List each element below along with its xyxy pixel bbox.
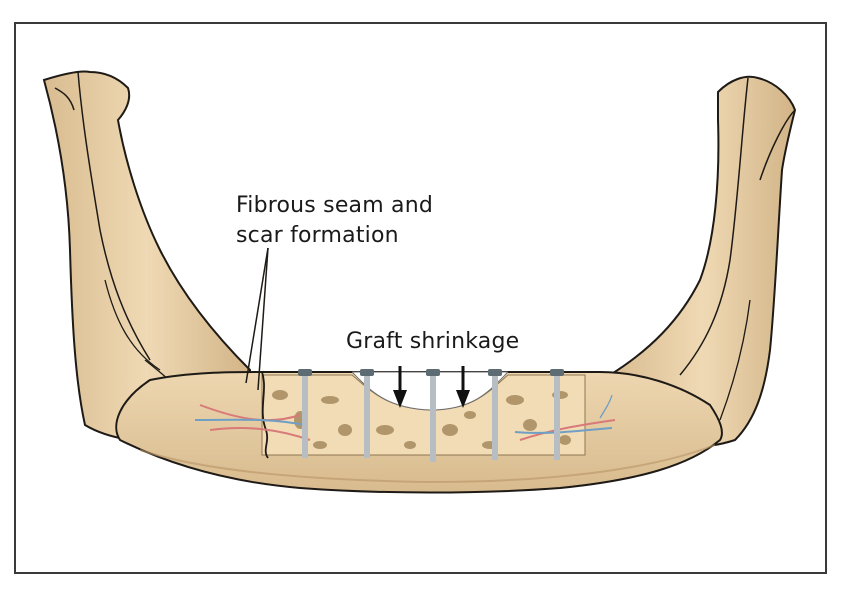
- down-arrow-icon: [456, 366, 470, 408]
- screw: [488, 369, 502, 460]
- screw: [298, 369, 312, 458]
- graft-shrinkage-label: Graft shrinkage: [346, 329, 520, 354]
- bone-graft: [261, 371, 586, 459]
- screw: [360, 369, 374, 458]
- shrinkage-arrows: [393, 366, 470, 408]
- left-ramus: [42, 70, 251, 443]
- fibrous-seam-label: Fibrous seam and scar formation: [236, 191, 433, 251]
- blood-vessels: [194, 394, 616, 441]
- screw: [550, 369, 564, 460]
- right-ramus: [608, 75, 797, 449]
- fixation-screws: [298, 369, 564, 462]
- down-arrow-icon: [393, 366, 407, 408]
- leader-lines: [245, 247, 269, 391]
- fibrous-seam-label-line2: scar formation: [236, 223, 399, 248]
- screw: [426, 369, 440, 462]
- fibrous-seam-label-line1: Fibrous seam and: [236, 193, 434, 218]
